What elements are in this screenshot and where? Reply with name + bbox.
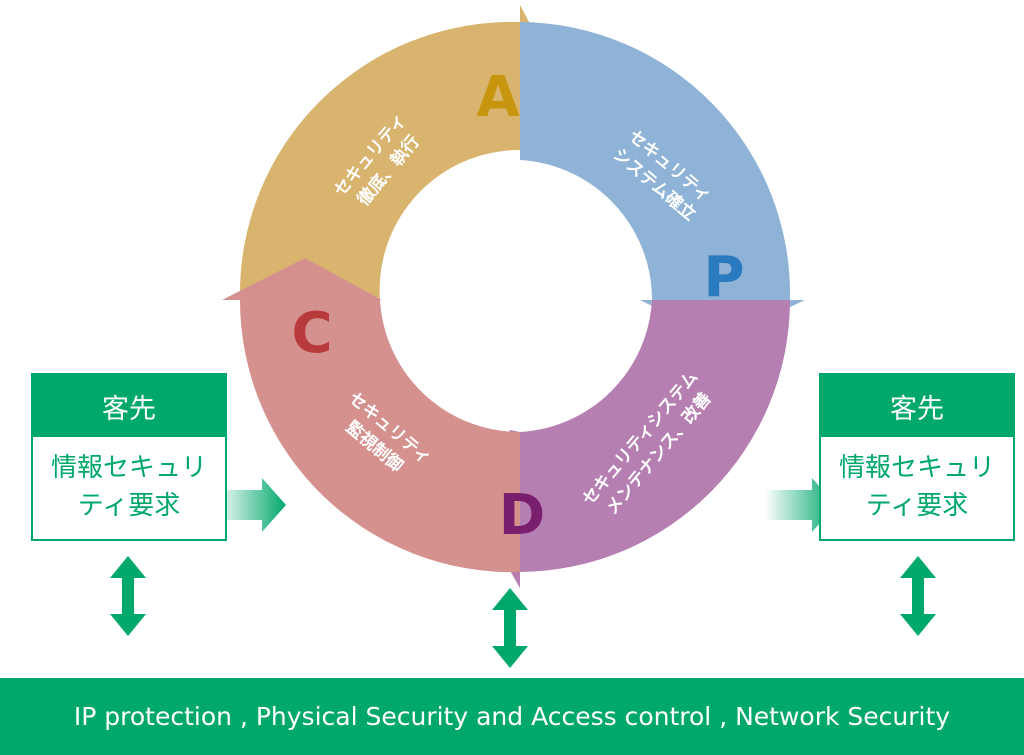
customer-requirement-line-1: 情報セキュリ [838,453,995,483]
segment-a [239,5,560,300]
letter-d: D [499,483,545,548]
double-arrow-left [110,556,146,636]
letter-a: A [476,65,520,130]
letter-c: C [291,301,332,366]
customer-title: 客先 [821,375,1013,437]
flow-arrow-left [215,478,286,532]
customer-requirement-line-2: ティ要求 [77,491,181,521]
segment-p [520,22,805,340]
segment-c [222,258,520,573]
footer-banner: IP protection , Physical Security and Ac… [0,678,1024,755]
flow-arrow-right [765,478,836,532]
segment-d [475,300,790,588]
customer-title: 客先 [33,375,225,437]
customer-requirement: 情報セキュリ ティ要求 [33,437,225,525]
customer-requirement-line-1: 情報セキュリ [50,453,207,483]
customer-requirement-line-2: ティ要求 [865,491,969,521]
customer-requirement: 情報セキュリ ティ要求 [821,437,1013,525]
customer-box-left: 客先 情報セキュリ ティ要求 [31,373,227,541]
footer-text: IP protection , Physical Security and Ac… [73,702,951,731]
customer-box-right: 客先 情報セキュリ ティ要求 [819,373,1015,541]
double-arrow-right [900,556,936,636]
double-arrow-center [492,588,528,668]
letter-p: P [703,245,744,310]
